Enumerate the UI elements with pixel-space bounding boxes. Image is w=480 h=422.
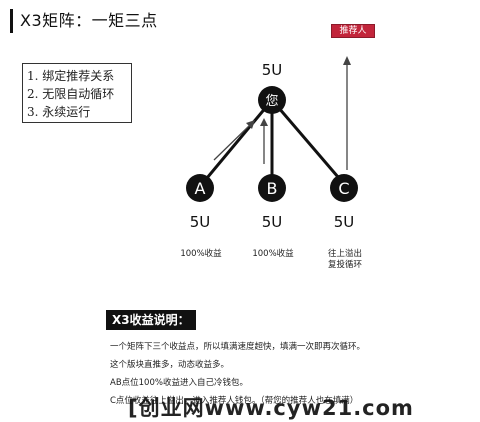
connector-line-c	[270, 99, 346, 185]
arrow-a-head	[246, 120, 255, 129]
node-a-note: 100%收益	[180, 249, 222, 259]
node-a	[186, 174, 214, 202]
desc-line: 这个版块直推多，动态收益多。	[110, 360, 230, 370]
top-node-label: 您	[265, 93, 278, 109]
rules-box: 1. 绑定推荐关系 2. 无限自动循环 3. 永续运行	[22, 63, 132, 123]
section-title: X3收益说明：	[106, 310, 196, 330]
watermark: [创业网www.cyw21.com	[128, 396, 414, 420]
referrer-badge: 推荐人	[331, 24, 375, 38]
desc-line: 一个矩阵下三个收益点，所以填满速度超快，填满一次即再次循环。	[110, 342, 366, 352]
node-c	[330, 174, 358, 202]
node-c-note-line2: 复投循环	[327, 260, 362, 270]
node-b-note: 100%收益	[252, 249, 294, 259]
desc-line: AB点位100%收益进入自己冷钱包。	[110, 378, 248, 388]
node-c-value: 5U	[333, 213, 355, 231]
top-node	[258, 86, 286, 114]
desc-line: C点位收益往上溢出，进入推荐人钱包。（帮您的推荐人也在填满）	[110, 396, 359, 406]
node-b-value: 5U	[261, 213, 283, 231]
node-a-value: 5U	[189, 213, 211, 231]
node-c-note-line1: 往上溢出	[327, 249, 362, 259]
rule-item: 2. 无限自动循环	[27, 87, 115, 101]
arrow-b-head	[260, 118, 268, 126]
arrow-c-head	[343, 56, 351, 65]
title-accent-bar	[10, 9, 13, 33]
rule-item: 1. 绑定推荐关系	[27, 69, 115, 83]
top-node-value: 5U	[261, 61, 283, 79]
connector-line-a	[200, 99, 274, 185]
arrow-a-shaft	[213, 123, 252, 161]
node-b	[258, 174, 286, 202]
node-a-letter: A	[195, 179, 206, 198]
node-c-letter: C	[338, 179, 349, 198]
page-title: X3矩阵：一矩三点	[20, 11, 158, 30]
node-b-letter: B	[267, 179, 278, 198]
rule-item: 3. 永续运行	[27, 105, 91, 119]
